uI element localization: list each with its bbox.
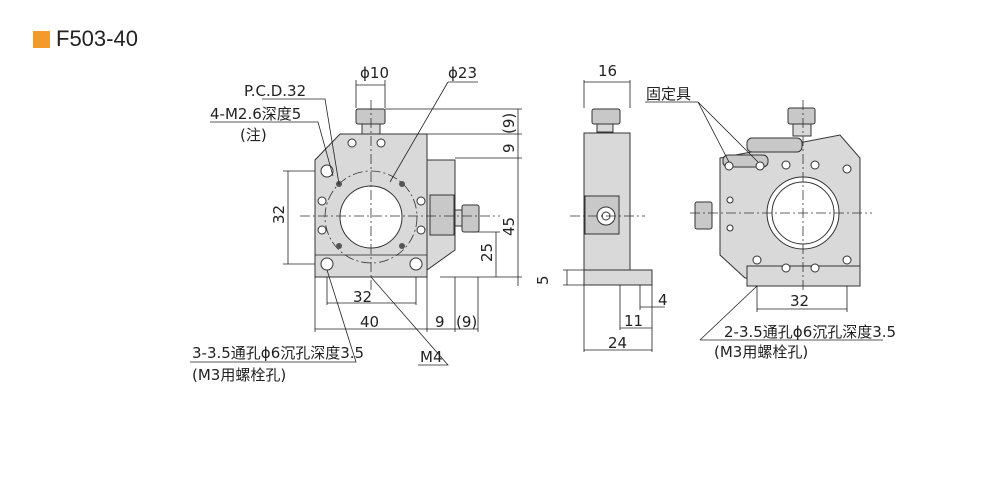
pcd-label: P.C.D.32: [244, 82, 306, 100]
dim-45: 45: [500, 217, 518, 236]
title-marker-icon: [33, 30, 50, 48]
rear-holes-note-label: (M3用螺栓孔): [714, 343, 808, 361]
dim-32-vertical: 32: [270, 205, 288, 224]
rear-dim-32: 32: [790, 292, 809, 310]
fixture-label: 固定具: [646, 85, 691, 103]
note-label: (注): [240, 126, 267, 144]
dim-24: 24: [608, 334, 627, 352]
product-title: F503-40: [33, 26, 138, 52]
dim-25: 25: [478, 243, 496, 262]
phi23-label: ϕ23: [448, 64, 477, 82]
phi10-label: ϕ10: [360, 64, 389, 82]
dim-9-top: 9: [500, 143, 518, 153]
dim-9-paren-top: (9): [500, 113, 518, 134]
side-knob: [461, 204, 480, 233]
rear-side-knob: [694, 201, 713, 230]
dim-40: 40: [360, 313, 379, 331]
side-view: 16 5 4 11 24: [534, 62, 668, 352]
dim-32-horizontal: 32: [353, 288, 372, 306]
holes-note-label: (M3用螺栓孔): [192, 366, 286, 384]
dim-9-paren-right: (9): [456, 313, 477, 331]
dim-9-right: 9: [435, 313, 445, 331]
rear-view: 固定具 32 2-3.5通孔ϕ6沉孔深度3.5 (M3用螺栓孔): [645, 85, 896, 361]
side-base: [583, 269, 653, 286]
dim-5: 5: [534, 275, 552, 285]
side-top-knob: [591, 108, 621, 125]
dim-16: 16: [598, 62, 617, 80]
dim-11: 11: [624, 312, 643, 330]
tap-label: 4-M2.6深度5: [210, 105, 301, 123]
dim-4: 4: [658, 291, 668, 309]
rear-top-knob: [787, 107, 816, 125]
rear-base: [746, 265, 861, 287]
rear-holes-label: 2-3.5通孔ϕ6沉孔深度3.5: [724, 323, 896, 341]
holes-label: 3-3.5通孔ϕ6沉孔深度3.5: [192, 344, 364, 362]
front-knob-block: [429, 194, 455, 236]
product-model: F503-40: [56, 26, 138, 51]
front-view: ϕ10 ϕ23 P.C.D.32 4-M2.6深度5 (注) 32 45 25 …: [190, 64, 522, 384]
m4-label: M4: [420, 348, 443, 366]
top-knob: [355, 108, 386, 125]
